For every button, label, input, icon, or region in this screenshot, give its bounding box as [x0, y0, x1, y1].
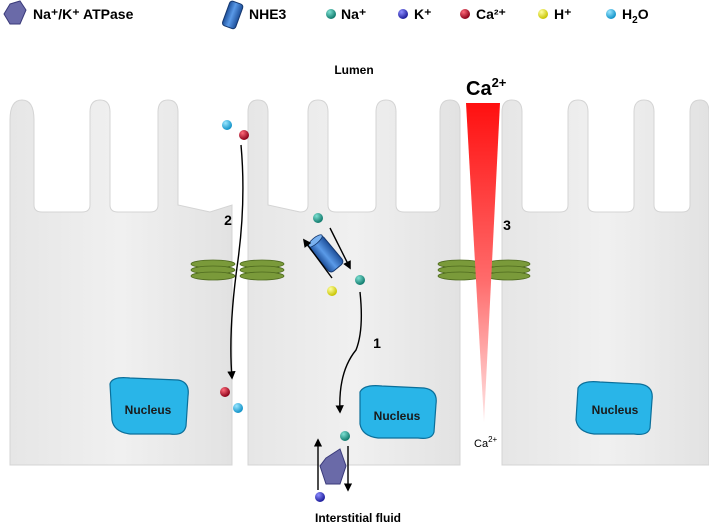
hydrogen-ion	[327, 286, 337, 296]
cell-middle	[247, 99, 461, 466]
potassium-ion	[315, 492, 325, 502]
calcium-top-label: Ca2+	[466, 75, 507, 100]
water-ion-top	[222, 120, 232, 130]
interstitial-fluid-label: Interstitial fluid	[315, 511, 401, 525]
lumen-label: Lumen	[334, 63, 373, 77]
cell-left	[9, 99, 233, 466]
calcium-ion-top	[239, 130, 249, 140]
sodium-ion-basal	[340, 431, 350, 441]
legend: Na⁺/K⁺ ATPase NHE3 Na⁺ K⁺ Ca²⁺ H⁺ H2O	[3, 0, 649, 30]
path2-label: 2	[224, 212, 232, 228]
legend-hydrogen-label: H⁺	[554, 6, 572, 22]
legend-nhe3-label: NHE3	[249, 6, 287, 22]
calcium-ion-bottom	[220, 387, 230, 397]
atpase-pump	[319, 448, 347, 485]
legend-atpase-label: Na⁺/K⁺ ATPase	[33, 6, 134, 22]
legend-water-label: H2O	[622, 6, 649, 26]
nucleus-left	[109, 377, 189, 435]
hexagon-icon	[3, 0, 27, 25]
nucleus-middle-label: Nucleus	[374, 409, 421, 423]
nucleus-right-label: Nucleus	[592, 403, 639, 417]
legend-calcium-dot	[460, 9, 470, 19]
path3-label: 3	[503, 217, 511, 233]
sodium-ion-cell	[355, 275, 365, 285]
calcium-bottom-label: Ca2+	[474, 435, 498, 450]
legend-hydrogen-dot	[538, 9, 548, 19]
calcium-gradient-wedge	[466, 103, 500, 422]
nucleus-right	[575, 381, 653, 435]
water-ion-bottom	[233, 403, 243, 413]
nucleus-middle	[359, 385, 437, 439]
nhe3-arrow-out	[303, 238, 333, 279]
legend-potassium-dot	[398, 9, 408, 19]
tight-junction-right	[437, 259, 531, 281]
nucleus-left-label: Nucleus	[125, 403, 172, 417]
legend-water-dot	[606, 9, 616, 19]
sodium-ion-lumen	[313, 213, 323, 223]
legend-calcium-label: Ca²⁺	[476, 6, 506, 22]
path1-label: 1	[373, 335, 381, 351]
legend-potassium-label: K⁺	[414, 6, 432, 22]
legend-sodium-label: Na⁺	[341, 6, 366, 22]
path2-arrow	[227, 144, 244, 380]
cylinder-icon	[221, 0, 244, 30]
tight-junction-left	[190, 259, 285, 281]
legend-sodium-dot	[326, 9, 336, 19]
nhe3-arrow-in	[329, 227, 351, 270]
path1-arrow	[335, 291, 363, 414]
cell-right	[501, 99, 709, 466]
